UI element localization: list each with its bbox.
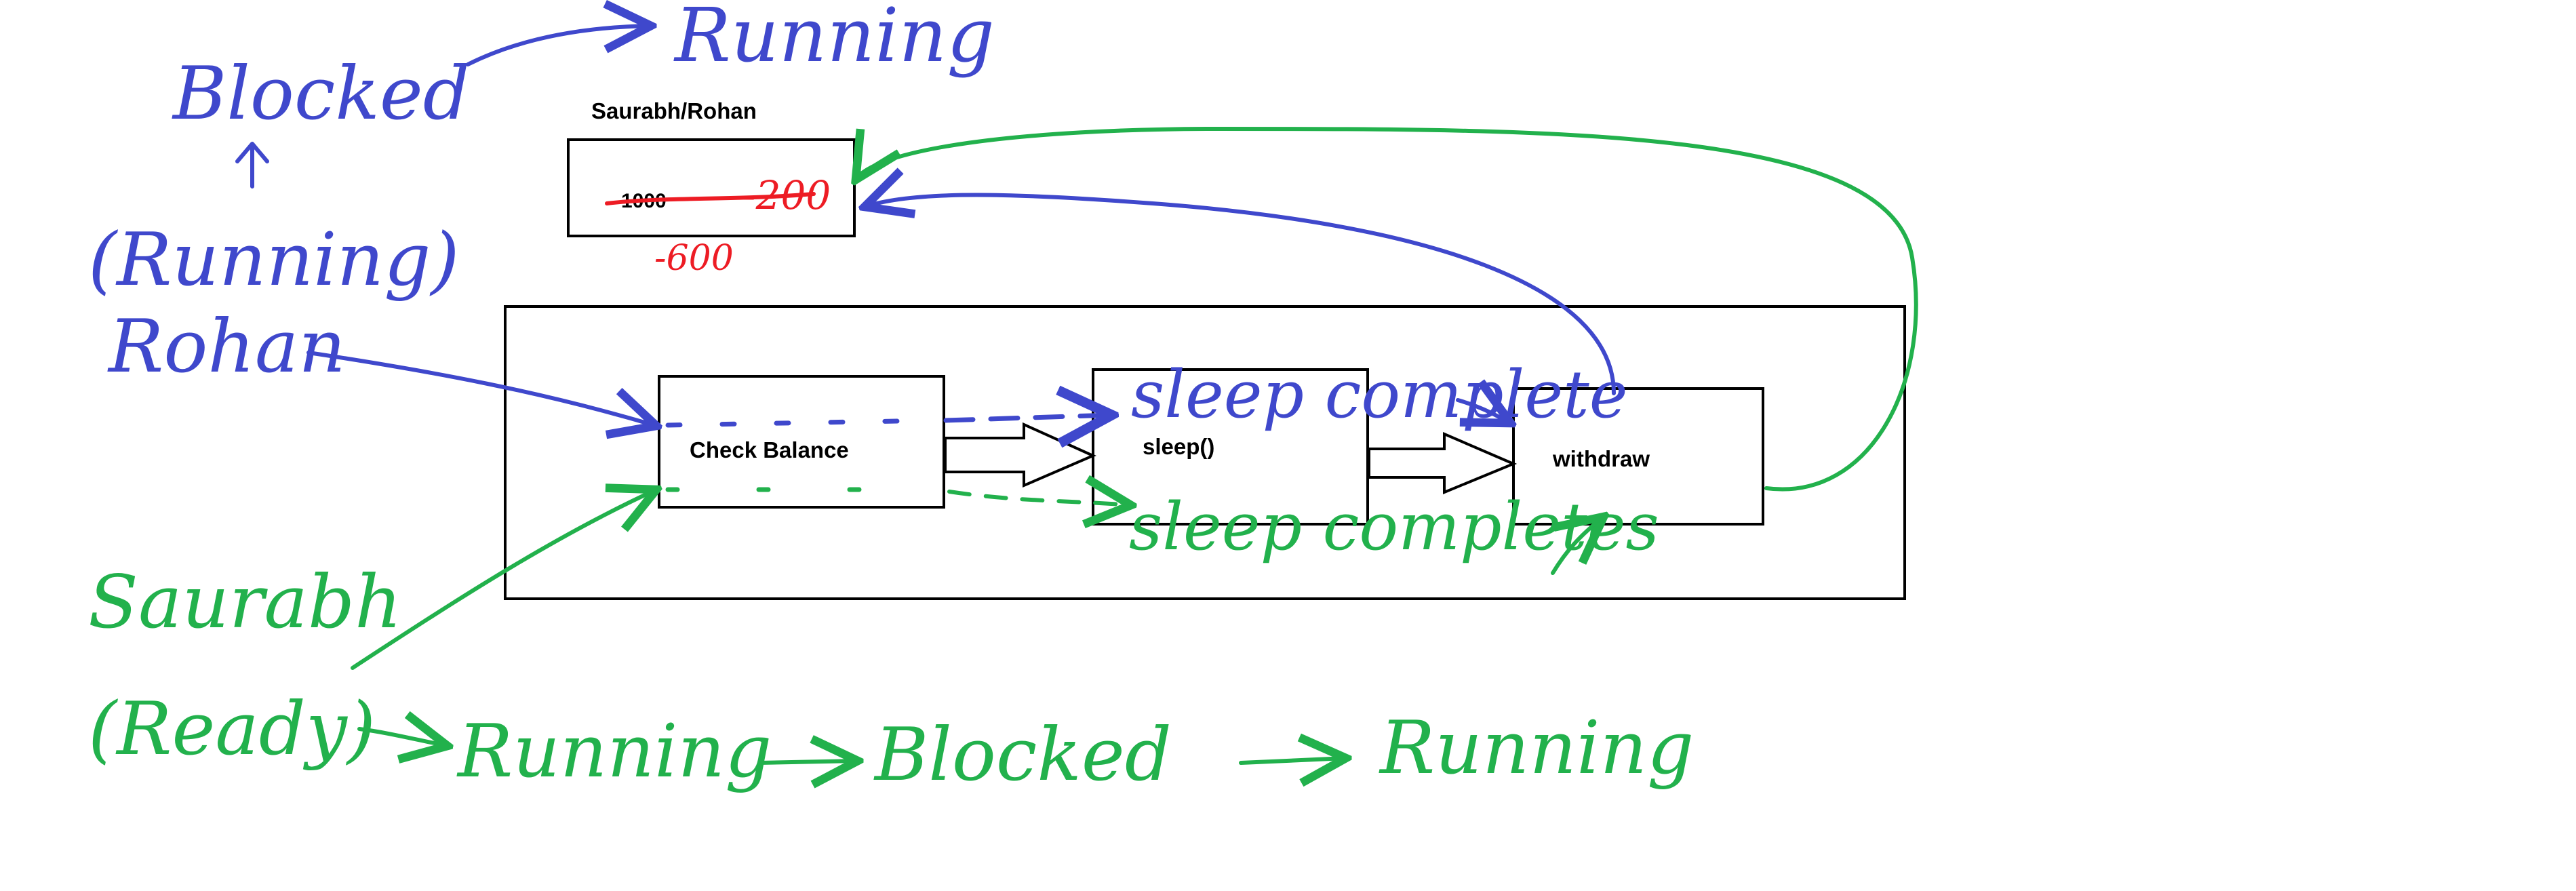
blue-up-arrow: [235, 142, 269, 189]
saurabh-dashed-path-sleep: [947, 492, 1131, 505]
saurabh-state-ready: (Ready): [88, 687, 376, 772]
withdraw-box: [1512, 387, 1764, 526]
withdraw-label: withdraw: [1552, 446, 1650, 471]
balance-strike-line: [605, 192, 816, 205]
saurabh-arrow-to-withdraw: [1551, 517, 1604, 575]
rohan-sleep-complete: sleep complete: [1131, 357, 1628, 433]
rohan-state-running: (Running): [88, 218, 460, 302]
rohan-entry-arrow: [306, 351, 656, 426]
red-subtract-200: -200: [742, 172, 831, 218]
saurabh-seq-arrow-1: [357, 729, 448, 746]
blue-arrow-to-running: [466, 26, 651, 66]
rohan-name: Rohan: [107, 304, 346, 389]
saurabh-seq-arrow-3: [1239, 758, 1346, 763]
account-label: Saurabh/Rohan: [591, 98, 757, 123]
saurabh-sleep-complete: sleep completes: [1129, 489, 1659, 565]
account-box: [567, 138, 856, 237]
rohan-dotted-path-check: [665, 418, 938, 428]
process-container: [504, 305, 1906, 600]
saurabh-seq-arrow-2: [757, 761, 858, 763]
sleep-label: sleep(): [1143, 434, 1214, 459]
saurabh-withdraw-to-account-arrow: [856, 126, 1918, 492]
rohan-dashed-path-sleep: [943, 415, 1112, 420]
saurabh-name: Saurabh: [88, 560, 402, 645]
saurabh-seq-blocked: Blocked: [873, 713, 1172, 797]
rohan-state-blocked: Blocked: [172, 52, 470, 136]
rohan-arrow-to-withdraw: [1456, 400, 1511, 423]
block-arrow-sleep-to-withdraw: [1368, 431, 1518, 494]
check-balance-label: Check Balance: [690, 437, 849, 462]
rohan-state-running-top: Running: [673, 0, 995, 79]
saurabh-seq-running-2: Running: [1379, 706, 1694, 791]
saurabh-entry-arrow: [351, 490, 656, 670]
red-subtract-600: -600: [654, 238, 734, 279]
block-arrow-check-to-sleep: [944, 422, 1096, 488]
saurabh-seq-running-1: Running: [456, 709, 772, 794]
rohan-withdraw-to-account-arrow: [865, 195, 1616, 395]
